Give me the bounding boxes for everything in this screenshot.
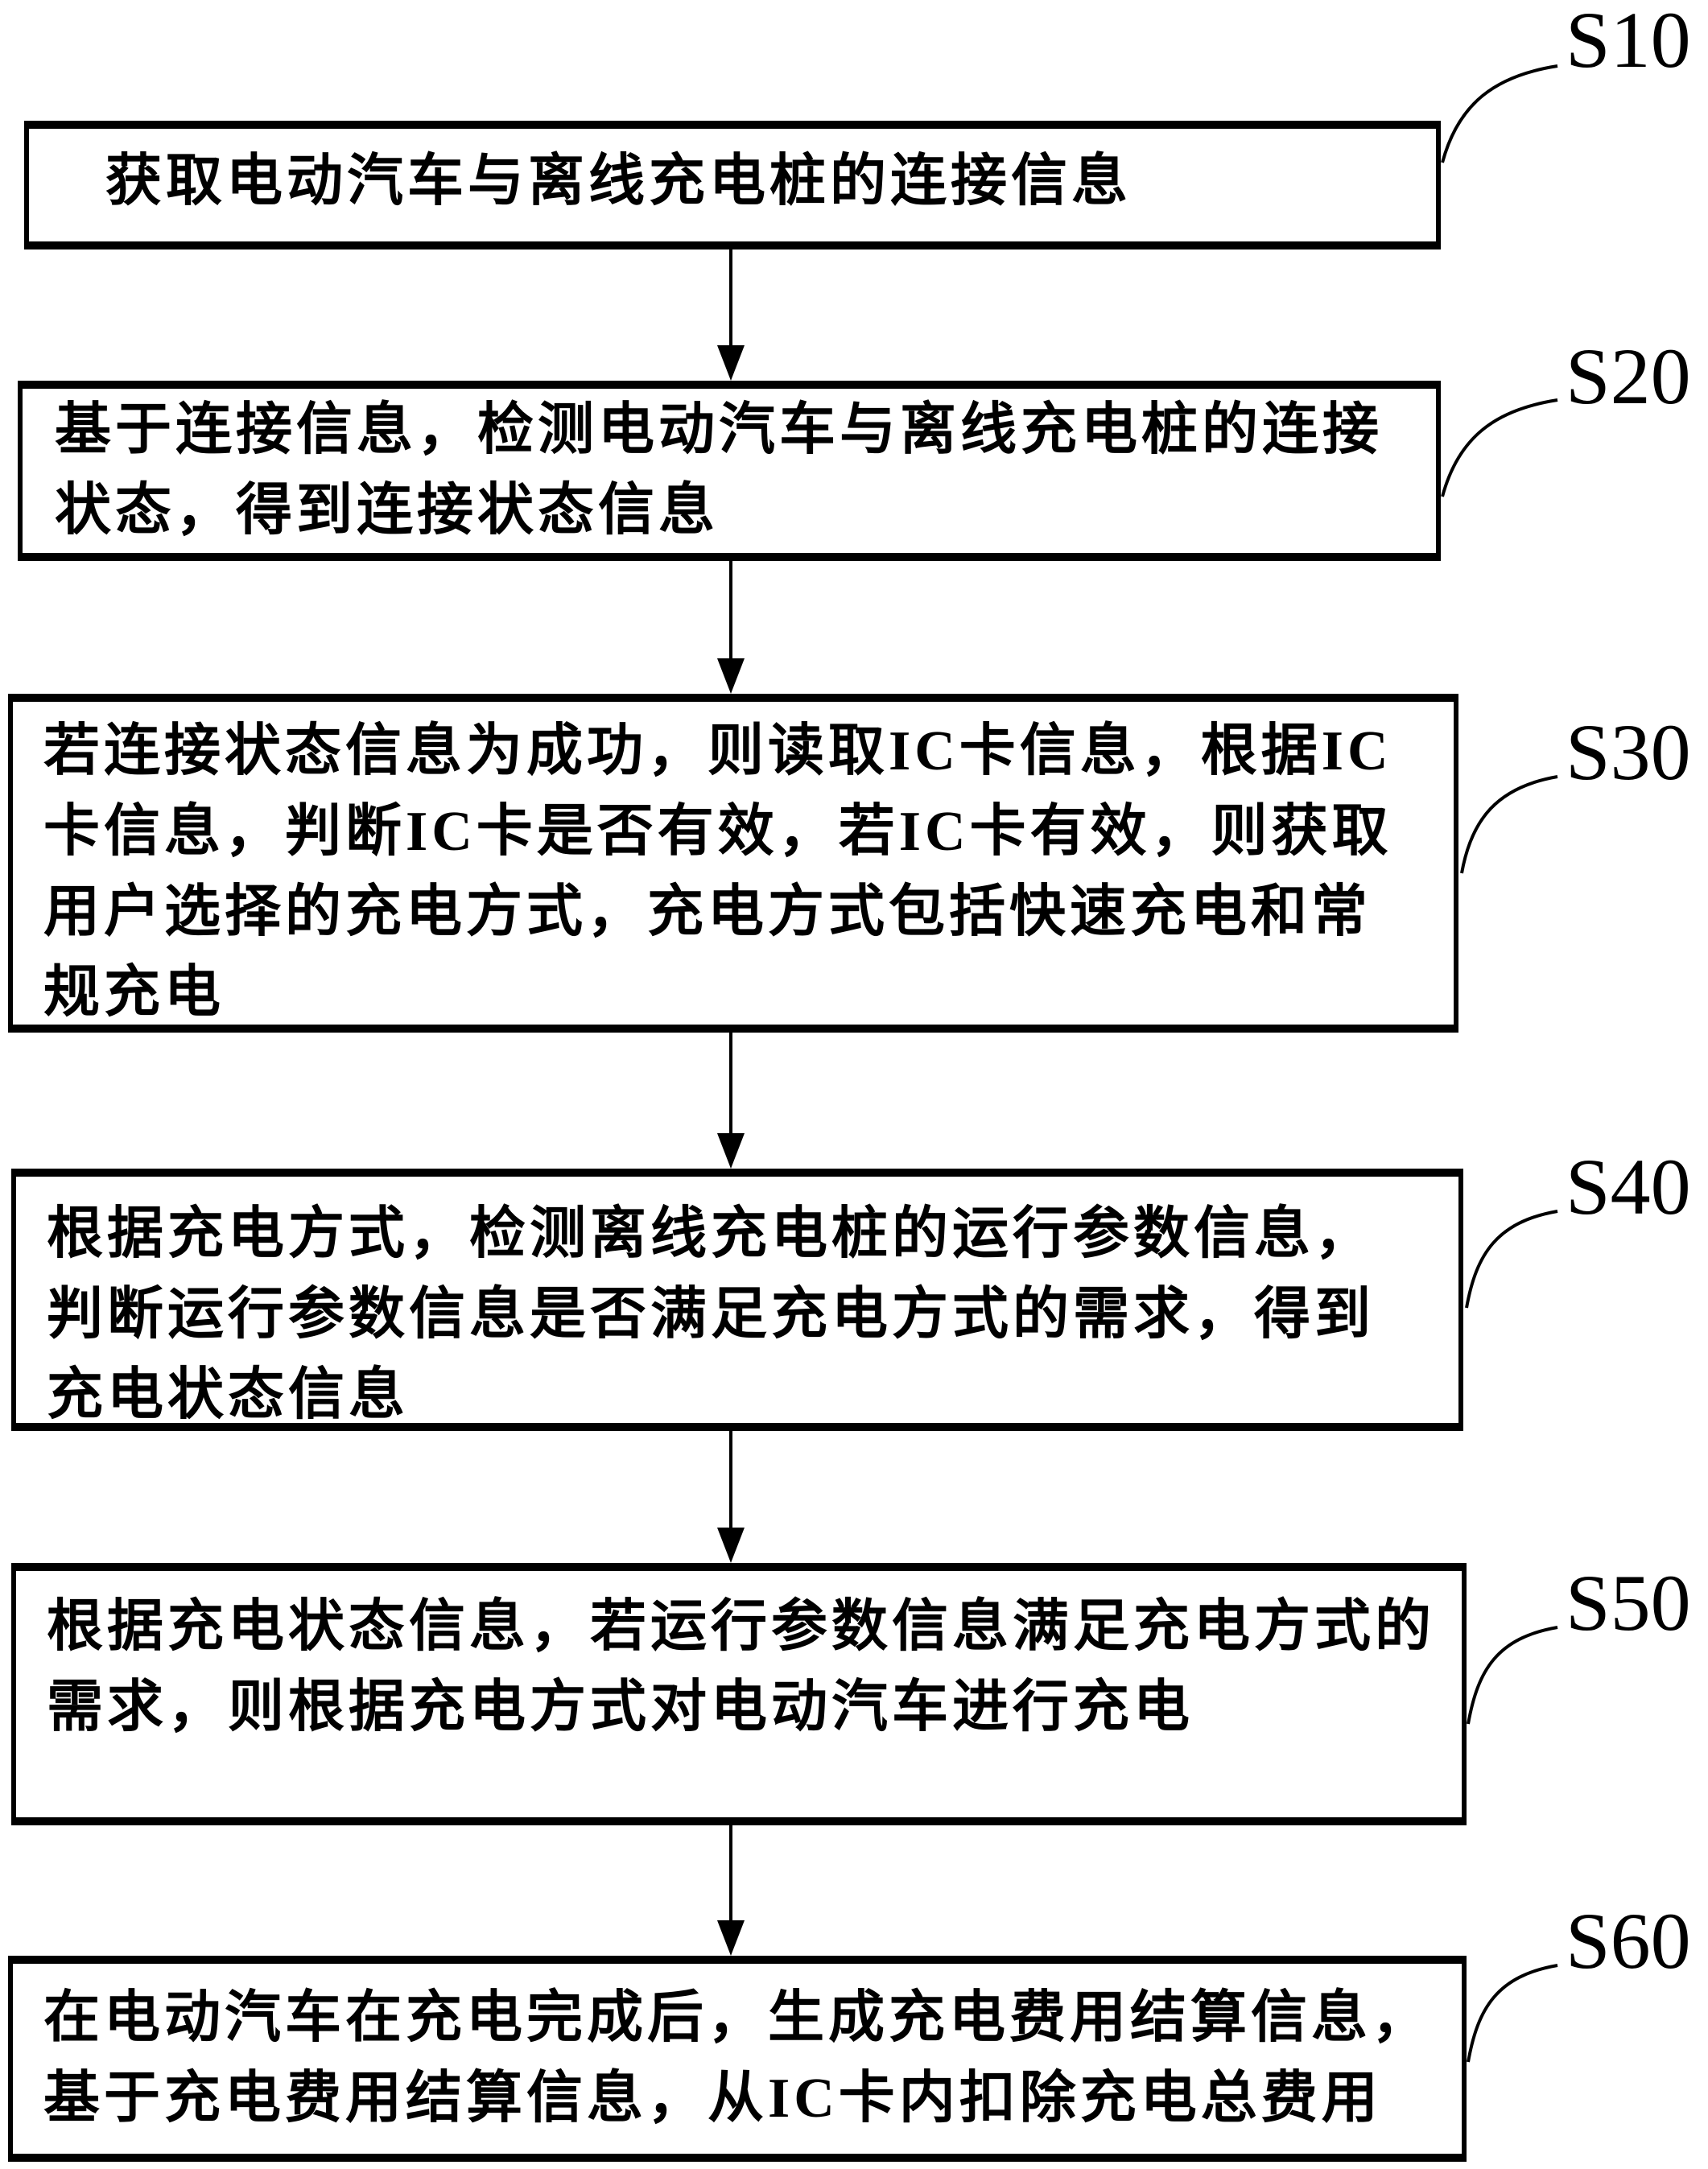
step-text-line: 在电动汽车在充电完成后，生成充电费用结算信息，: [43, 1987, 1432, 2049]
step-label-s10: S10: [1566, 0, 1691, 85]
step-box-s10: 获取电动汽车与离线充电桩的连接信息: [24, 121, 1441, 249]
arrow-head-icon: [717, 1920, 745, 1956]
step-text-line: 获取电动汽车与离线充电桩的连接信息: [105, 151, 1132, 212]
leader-line-s30: [1460, 775, 1558, 874]
step-text-line: 状态，得到连接状态信息: [55, 480, 719, 542]
step-text-line: 充电状态信息: [47, 1364, 409, 1426]
step-text-line: 根据充电方式，检测离线充电桩的运行参数信息，: [47, 1203, 1375, 1265]
arrow-shaft: [729, 1033, 732, 1133]
step-text-line: 规充电: [43, 962, 225, 1024]
step-box-s50: 根据充电状态信息，若运行参数信息满足充电方式的 需求，则根据充电方式对电动汽车进…: [11, 1563, 1467, 1825]
arrow-head-icon: [717, 658, 745, 694]
step-text-line: 卡信息，判断IC卡是否有效，若IC卡有效，则获取: [43, 801, 1392, 863]
leader-line-s50: [1467, 1626, 1558, 1725]
flow-arrow: [717, 1825, 745, 1956]
step-text-line: 若连接状态信息为成功，则读取IC卡信息，根据IC: [43, 720, 1392, 782]
leader-line-s60: [1467, 1964, 1558, 2063]
arrow-shaft: [729, 249, 732, 345]
step-box-s20: 基于连接信息，检测电动汽车与离线充电桩的连接 状态，得到连接状态信息: [18, 381, 1441, 561]
arrow-head-icon: [717, 345, 745, 381]
flow-arrow: [717, 561, 745, 694]
step-label-s60: S60: [1566, 1896, 1691, 1986]
arrow-shaft: [729, 1825, 732, 1920]
leader-line-s10: [1441, 64, 1558, 163]
step-box-s30: 若连接状态信息为成功，则读取IC卡信息，根据IC 卡信息，判断IC卡是否有效，若…: [8, 694, 1458, 1033]
step-box-s60: 在电动汽车在充电完成后，生成充电费用结算信息， 基于充电费用结算信息，从IC卡内…: [8, 1956, 1467, 2162]
step-text-line: 根据充电状态信息，若运行参数信息满足充电方式的: [47, 1596, 1435, 1658]
step-text-line: 用户选择的充电方式，充电方式包括快速充电和常: [43, 881, 1372, 943]
step-text-line: 基于充电费用结算信息，从IC卡内扣除充电总费用: [43, 2068, 1382, 2130]
step-label-s40: S40: [1566, 1142, 1691, 1231]
step-text-line: 基于连接信息，检测电动汽车与离线充电桩的连接: [55, 399, 1383, 461]
step-label-s30: S30: [1566, 707, 1691, 797]
arrow-shaft: [729, 1431, 732, 1528]
flow-arrow: [717, 1033, 745, 1169]
flow-arrow: [717, 249, 745, 381]
arrow-shaft: [729, 561, 732, 658]
step-text-line: 需求，则根据充电方式对电动汽车进行充电: [47, 1676, 1194, 1738]
step-label-s50: S50: [1566, 1558, 1691, 1647]
leader-line-s40: [1465, 1210, 1558, 1309]
arrow-head-icon: [717, 1133, 745, 1169]
flow-arrow: [717, 1431, 745, 1563]
arrow-head-icon: [717, 1528, 745, 1563]
step-label-s20: S20: [1566, 332, 1691, 421]
leader-line-s20: [1441, 398, 1558, 497]
step-text-line: 判断运行参数信息是否满足充电方式的需求，得到: [47, 1284, 1375, 1346]
step-box-s40: 根据充电方式，检测离线充电桩的运行参数信息， 判断运行参数信息是否满足充电方式的…: [11, 1169, 1463, 1431]
